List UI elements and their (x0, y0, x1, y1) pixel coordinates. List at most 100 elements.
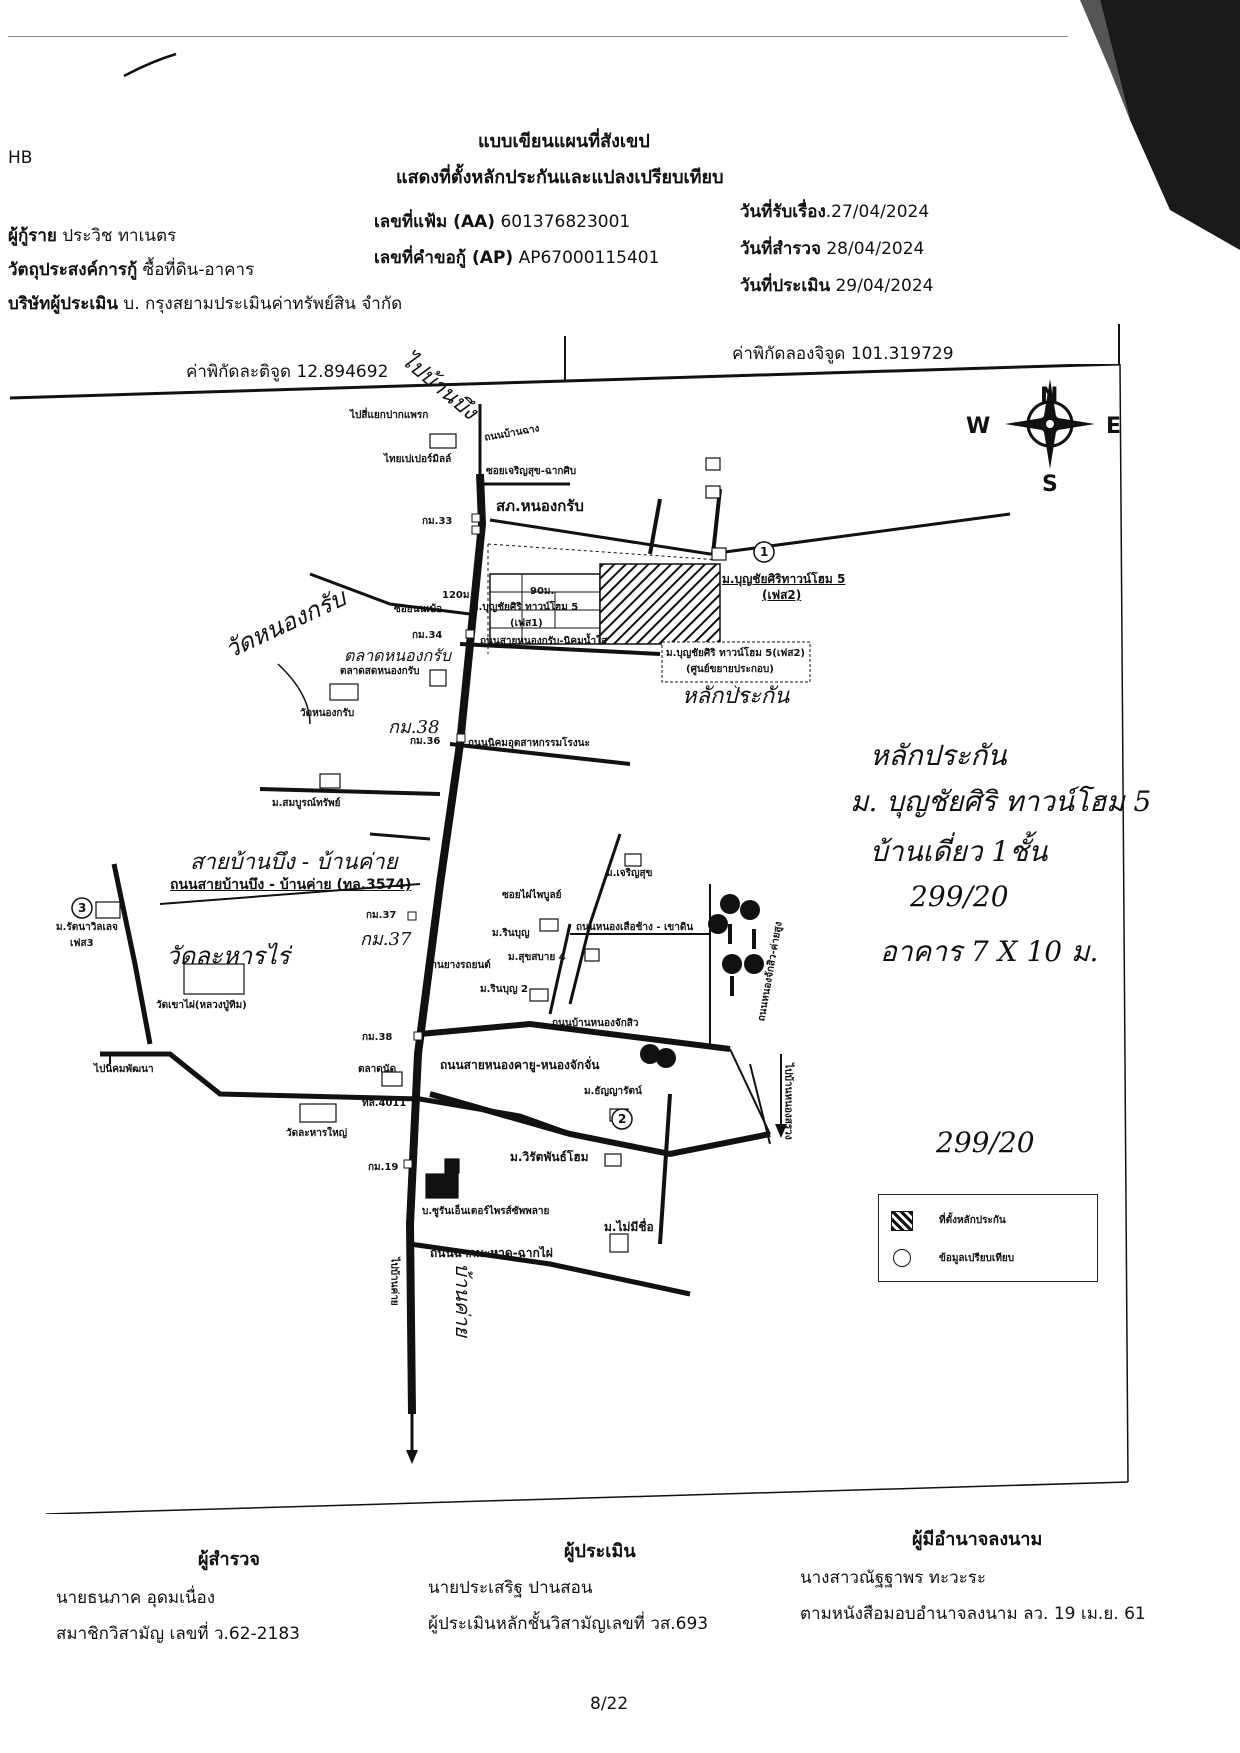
lbl-phase2: (เฟส2) (762, 588, 802, 602)
lbl-rd-nong-kha: ถนนสายหนองคายู-หนองจักจั่น (440, 1058, 600, 1072)
lbl-proj-phase1: ม.บุญชัยศิริ ทาวน์โฮม 5 (472, 602, 579, 613)
hw-wat-lahan: วัดละหารไร่ (166, 942, 290, 970)
doc-subtitle: แสดงที่ตั้งหลักประกันและแปลงเปรียบเทียบ (396, 167, 724, 188)
lbl-proj-phase2: ม.บุญชัยศิริทาวน์โฮม 5 (722, 572, 846, 586)
appraiser-name: นายประเสริฐ ปานสอน (428, 1578, 593, 1598)
surveyor-name: นายธนภาค อุดมเนื่อง (56, 1588, 216, 1608)
lbl-km36: กม.36 (410, 736, 441, 747)
hw-talad: ตลาดหนองกรับ (344, 646, 451, 665)
compass-w: W (966, 414, 991, 439)
signer-name: นางสาวณัฐฐาพร ทะวะระ (800, 1568, 987, 1588)
map-legend: ที่ตั้งหลักประกัน ข้อมูลเปรียบเทียบ (878, 1194, 1098, 1282)
hw-note3: บ้านเดี่ยว 1ชั้น (870, 835, 1048, 868)
lbl-note-box2: (ศูนย์ขยายประกอบ) (686, 664, 774, 675)
lbl-rd-nongkrab-nongnamsai: ถนนสายหนองกรับ-นิคมน้ำใส (480, 636, 608, 647)
purpose-row: วัตถุประสงค์การกู้ ซื้อที่ดิน-อาคาร (8, 260, 255, 280)
lbl-m-rattanawan: ม.รัตนาวิลเลจ (56, 922, 118, 933)
pen-stroke (123, 52, 177, 78)
lbl-wat-khao-phai: วัดเขาไผ่(หลวงปู่ทิม) (156, 1000, 247, 1011)
coord-right-edge (1118, 324, 1120, 364)
lbl-m-charoensuk: ม.เจริญสุข (606, 868, 653, 879)
lbl-km19: กม.19 (368, 1162, 399, 1173)
compass-rose (1005, 379, 1095, 469)
hw-note1: หลักประกัน (870, 739, 1007, 772)
lbl-w90: 90ม. (530, 586, 555, 597)
lbl-rd-sai-nikom: ถนนนิคมอุตสาหกรรมโรงนะ (468, 738, 590, 749)
hw-sai-banbueng: สายบ้านบึง - บ้านค่าย (190, 850, 398, 875)
lbl-phase1: (เฟส1) (510, 618, 543, 629)
lbl-km38: กม.38 (362, 1032, 393, 1043)
doc-code: HB (8, 148, 33, 168)
lbl-rd-ban-bueng: ถนนสายบ้านบึง - บ้านค่าย (ทล.3574) (170, 877, 412, 893)
lbl-m-maimichue: ม.ไม่มีชื่อ (604, 1220, 654, 1234)
lbl-m-thanyarat: ม.ธัญญารัตน์ (584, 1086, 642, 1097)
lbl-wat-nongkrab: วัดหนองกรับ (300, 708, 355, 719)
legend-collateral: ที่ตั้งหลักประกัน (939, 1215, 1006, 1226)
lbl-w120: 120ม. (442, 590, 474, 601)
lbl-talad-num: ตลาดนัด (358, 1064, 397, 1075)
hw-km38: กม.38 (388, 717, 440, 738)
appraiser-company-row: บริษัทผู้ประเมิน บ. กรุงสยามประเมินค่าทร… (8, 294, 403, 314)
lbl-km33: กม.33 (422, 516, 453, 527)
hw-collateral-short: หลักประกัน (682, 684, 790, 709)
surveyor-title: ผู้สำรวจ (198, 1549, 260, 1570)
scan-shadow (1080, 0, 1240, 250)
lbl-m-suksabai: ม.สุขสบาย 4 (508, 952, 566, 963)
lbl-soi-charoen: ซอยเจริญสุข-ฉากศิบ (486, 466, 577, 477)
page-number: 8/22 (590, 1694, 629, 1714)
latitude: ค่าพิกัดละติจูด 12.894692 (186, 362, 389, 382)
legend-comparable: ข้อมูลเปรียบเทียบ (939, 1253, 1015, 1264)
hw-km37: กม.37 (360, 929, 412, 950)
marker-3: 3 (78, 901, 87, 915)
legend-circle-swatch (893, 1249, 911, 1267)
lbl-to-nikom: ไปนิคมพัฒนา (94, 1064, 154, 1075)
marker-1: 1 (760, 545, 769, 559)
lbl-m-wiratchaphan: ม.วิรัตพันธ์โฮม (510, 1150, 589, 1164)
lbl-to-plaeng-yao: ไปสี่แยกปากแพรก (350, 410, 429, 421)
hw-note5: อาคาร 7 X 10 ม. (880, 935, 1099, 968)
top-rule (8, 36, 1068, 37)
lbl-police: สภ.หนองกรับ (496, 497, 584, 515)
collateral-parcel (599, 563, 721, 645)
signer-title: ผู้มีอำนาจลงนาม (912, 1529, 1043, 1550)
lbl-tl4011: ทล.4011 (362, 1098, 407, 1109)
coord-divider (564, 336, 566, 380)
surveyor-member: สมาชิกวิสามัญ เลขที่ ว.62-2183 (56, 1624, 300, 1644)
lbl-rd-nong-chak: ถนนบ้านหนองจักสิว (552, 1018, 639, 1029)
lbl-km34: กม.34 (412, 630, 443, 641)
main-road (405, 473, 487, 1415)
lbl-thai-paper: ไทยเปเปอร์มิลล์ (384, 454, 452, 465)
lbl-m-rinbun: ม.รินบุญ (492, 928, 530, 939)
compass-e: E (1106, 414, 1122, 439)
borrower-row: ผู้กู้ราย ประวิช ทาเนตร (8, 226, 177, 246)
lbl-rd-chakmahan: ถนนฉากมะหาด-ฉากไผ่ (430, 1246, 553, 1260)
lbl-wat-khao-yai: วัดละหารใหญ่ (286, 1128, 348, 1139)
lbl-note-box1: ม.บุญชัยศิริ ทาวน์โฮม 5(เฟส2) (666, 648, 805, 659)
lbl-soi-bunyasiri: ซอยนนเบ้อ (394, 604, 443, 615)
marker-2: 2 (618, 1112, 627, 1126)
hw-note4: 299/20 (910, 880, 1009, 913)
lbl-rd-nong-sua: ถนนหนองเสือช้าง - เขาดิน (576, 922, 694, 933)
lbl-tyre-shop: ร้านยางรถยนต์ (426, 960, 491, 971)
lbl-ch-karn: บ.ซูรันเอ็นเตอร์ไพรส์ซัพพลาย (422, 1206, 550, 1217)
appraise-date-row: วันที่ประเมิน 29/04/2024 (740, 276, 934, 296)
received-date-row: วันที่รับเรื่อง.27/04/2024 (740, 202, 930, 222)
lbl-m-rinbun2: ม.รินบุญ 2 (480, 984, 528, 995)
legend-hatch-swatch (891, 1211, 913, 1231)
lbl-km37: กม.37 (366, 910, 397, 921)
compass-s: S (1042, 472, 1058, 497)
lbl-to-ban-bueng: ไปบ้านหนองสรวง (782, 1063, 794, 1140)
app-no-row: เลขที่คำขอกู้ (AP) AP67000115401 (374, 248, 660, 268)
lbl-to-ban-khai: ไปบ้านค่าย (388, 1257, 400, 1306)
lbl-soi-maipaibun: ซอยไผ่ไพบูลย์ (502, 890, 562, 901)
lbl-talad-nongkrab: ตลาดสดหนองกรับ (340, 666, 420, 677)
hw-lower-num: 299/20 (936, 1126, 1035, 1159)
lbl-m-sombun: ม.สมบูรณ์ทรัพย์ (272, 798, 341, 809)
map-frame: N S E W 1 2 3 ไปสี่แยกปากแพรก ไทยเปเปอร์… (9, 347, 1151, 1515)
longitude: ค่าพิกัดลองจิจูด 101.319729 (732, 344, 954, 364)
tree-cluster (640, 894, 764, 1068)
map-svg (9, 362, 1129, 1515)
compass-n: N (1040, 384, 1059, 409)
file-no-row: เลขที่แฟ้ม (AA) 601376823001 (374, 212, 631, 232)
hw-note2: ม. บุญชัยศิริ ทาวน์โฮม 5 (850, 785, 1152, 818)
